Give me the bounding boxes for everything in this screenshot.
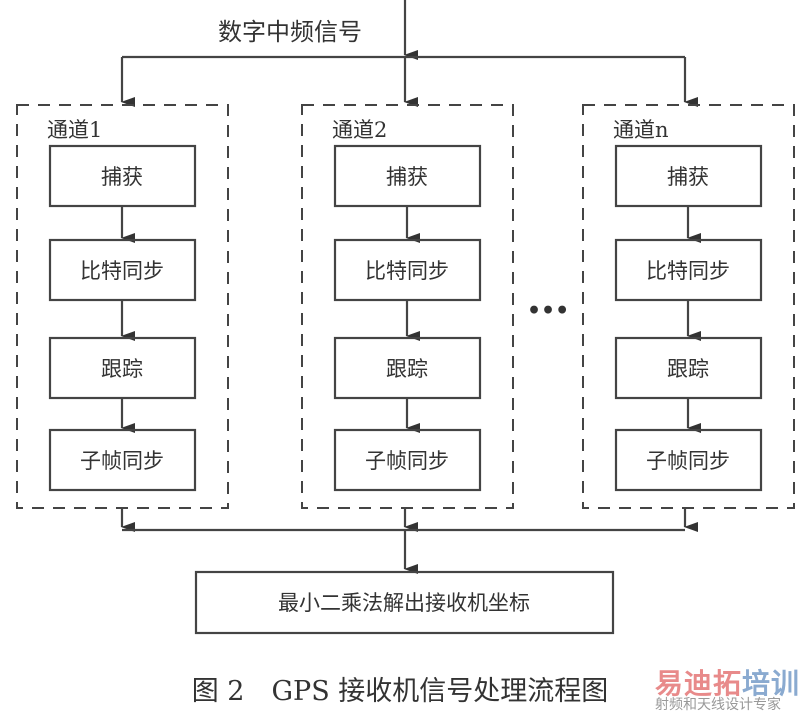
output-label: 最小二乘法解出接收机坐标 <box>278 591 530 615</box>
watermark-brand-red: 易迪拓 <box>655 667 743 700</box>
watermark-tagline: 射频和天线设计专家 <box>655 697 781 713</box>
step-label: 捕获 <box>667 165 709 189</box>
step-label: 比特同步 <box>646 259 730 283</box>
watermark-brand-blue: 培训 <box>742 667 801 700</box>
channel-title: 通道1 <box>47 118 102 142</box>
figure-caption: 图 2 GPS 接收机信号处理流程图 <box>192 676 609 707</box>
step-box <box>48 428 197 492</box>
step-label: 跟踪 <box>386 357 428 381</box>
channel-2-container <box>301 104 514 509</box>
watermark-logo: 易迪拓培训 射频和天线设计专家 <box>655 662 801 713</box>
step-label: 子帧同步 <box>80 449 164 473</box>
channel-title: 通道2 <box>332 118 387 142</box>
channel-title: 通道n <box>613 118 669 142</box>
step-label: 跟踪 <box>667 357 709 381</box>
ellipsis: ••• <box>527 298 569 324</box>
step-label: 比特同步 <box>365 259 449 283</box>
step-label: 捕获 <box>386 165 428 189</box>
step-label: 比特同步 <box>80 259 164 283</box>
step-label: 跟踪 <box>101 357 143 381</box>
step-box <box>614 428 763 492</box>
step-box <box>333 428 482 492</box>
channel-3-container <box>582 104 795 509</box>
step-label: 捕获 <box>101 165 143 189</box>
output-box <box>194 570 615 635</box>
step-label: 子帧同步 <box>365 449 449 473</box>
input-label: 数字中频信号 <box>218 18 362 46</box>
step-label: 子帧同步 <box>646 449 730 473</box>
